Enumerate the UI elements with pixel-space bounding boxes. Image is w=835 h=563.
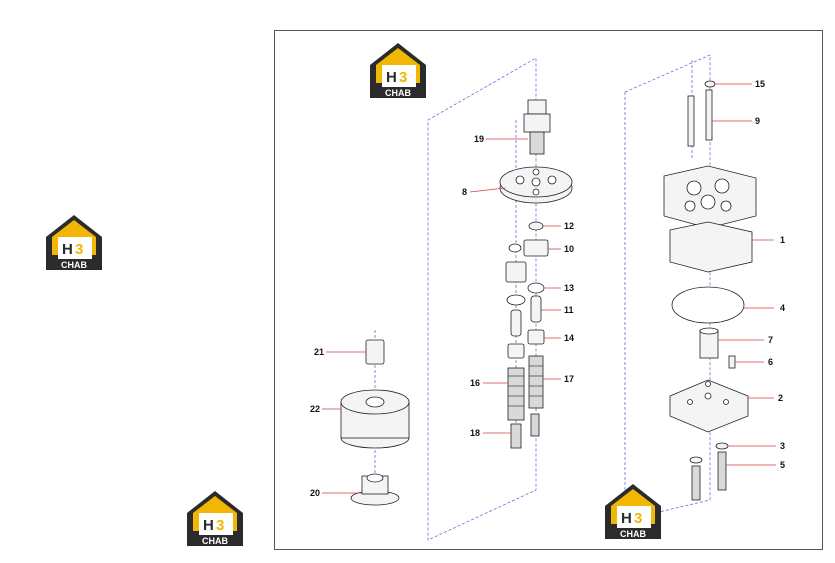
part-11-spool [510, 295, 542, 337]
label-part-22: 22 [310, 404, 320, 414]
label-part-9: 9 [755, 116, 760, 126]
watermark-logo-1: H 3 CHAB [370, 43, 426, 98]
part-10-guide [508, 239, 549, 257]
svg-text:H: H [62, 241, 73, 258]
part-1-body [663, 165, 757, 273]
part-12-ring [528, 221, 544, 231]
label-part-16: 16 [470, 378, 480, 388]
leader-lines [322, 83, 776, 494]
part-19-fitting [523, 99, 551, 155]
part-16-spring [507, 367, 525, 421]
label-part-4: 4 [780, 303, 785, 313]
label-part-18: 18 [470, 428, 480, 438]
svg-text:CHAB: CHAB [385, 88, 411, 98]
part-6-pin [728, 355, 736, 369]
part-20-base [350, 473, 400, 506]
part-8-plate [499, 166, 573, 204]
part-4-gasket [671, 286, 745, 324]
label-part-20: 20 [310, 488, 320, 498]
label-part-3: 3 [780, 441, 785, 451]
label-part-6: 6 [768, 357, 773, 367]
label-part-15: 15 [755, 79, 765, 89]
label-part-12: 12 [564, 221, 574, 231]
part-21-nut [365, 339, 385, 365]
part-labels: 1 2 3 4 5 6 7 8 9 10 11 12 13 14 15 16 1… [310, 79, 785, 498]
part-3-washer [689, 442, 729, 464]
part-17-spring [528, 355, 544, 409]
part-7-sleeve [699, 327, 719, 359]
label-part-8: 8 [462, 187, 467, 197]
label-part-19: 19 [474, 134, 484, 144]
part-guide-left [505, 261, 527, 283]
part-22-pulley [340, 389, 410, 449]
svg-text:H: H [386, 69, 397, 86]
label-part-17: 17 [564, 374, 574, 384]
label-part-5: 5 [780, 460, 785, 470]
svg-text:H: H [621, 510, 632, 527]
part-9-pin [687, 89, 713, 147]
svg-text:3: 3 [216, 517, 224, 534]
label-part-10: 10 [564, 244, 574, 254]
part-15-washer [704, 80, 716, 88]
label-part-1: 1 [780, 235, 785, 245]
part-14-seat [507, 329, 545, 359]
part-5-bolt [691, 451, 727, 501]
label-part-13: 13 [564, 283, 574, 293]
diagram-frame [274, 30, 823, 550]
svg-text:CHAB: CHAB [61, 260, 87, 270]
svg-text:CHAB: CHAB [202, 536, 228, 546]
label-part-2: 2 [778, 393, 783, 403]
svg-text:H: H [203, 517, 214, 534]
label-part-14: 14 [564, 333, 574, 343]
label-part-21: 21 [314, 347, 324, 357]
watermark-logo-4: H 3 CHAB [605, 484, 661, 539]
svg-text:CHAB: CHAB [620, 529, 646, 539]
watermark-logo-3: H 3 CHAB [187, 491, 243, 546]
watermark-logo-2: H 3 CHAB [46, 215, 102, 270]
label-part-7: 7 [768, 335, 773, 345]
svg-text:3: 3 [634, 510, 642, 527]
label-part-11: 11 [564, 305, 574, 315]
svg-text:3: 3 [75, 241, 83, 258]
svg-text:3: 3 [399, 69, 407, 86]
part-18-spring [510, 413, 540, 449]
part-2-plate [669, 379, 749, 433]
